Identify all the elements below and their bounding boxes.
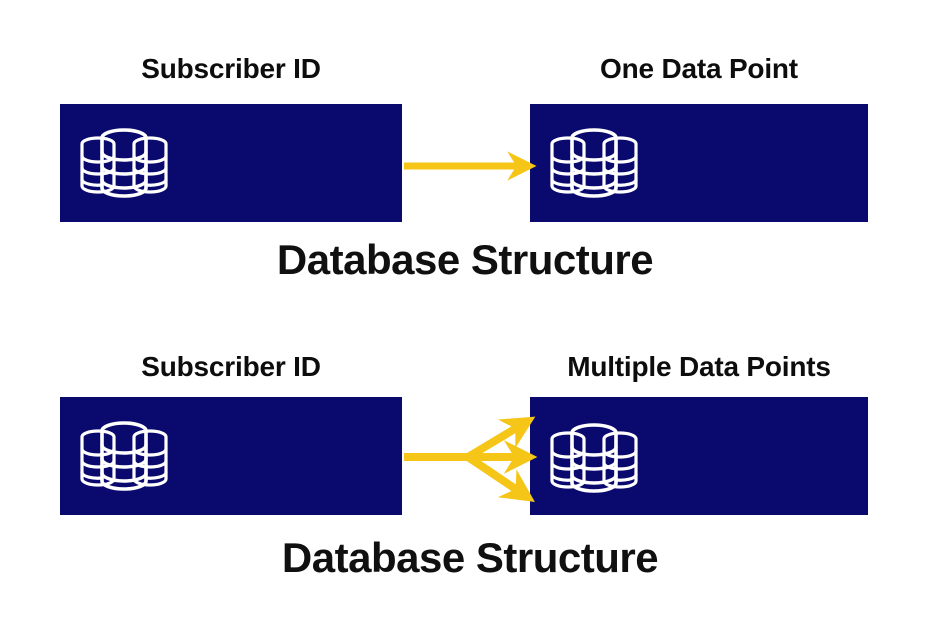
database-icon (80, 128, 168, 198)
source-box-bottom (60, 397, 402, 515)
database-icon (80, 421, 168, 491)
target-label-top: One Data Point (600, 53, 798, 84)
connector-fan-out-bottom (404, 416, 538, 503)
arrow-bottom-3 (465, 453, 535, 503)
database-icon (550, 128, 638, 198)
caption-top: Database Structure (276, 236, 654, 283)
database-icon (550, 423, 638, 493)
arrow-bottom-1 (465, 416, 536, 461)
source-label-top: Subscriber ID (141, 53, 321, 84)
target-box-bottom (530, 397, 868, 515)
source-label-bottom: Subscriber ID (141, 351, 321, 382)
caption-bottom: Database Structure (281, 534, 659, 581)
target-box-top (530, 104, 868, 222)
source-box-top (60, 104, 402, 222)
target-label-bottom: Multiple Data Points (567, 351, 831, 382)
